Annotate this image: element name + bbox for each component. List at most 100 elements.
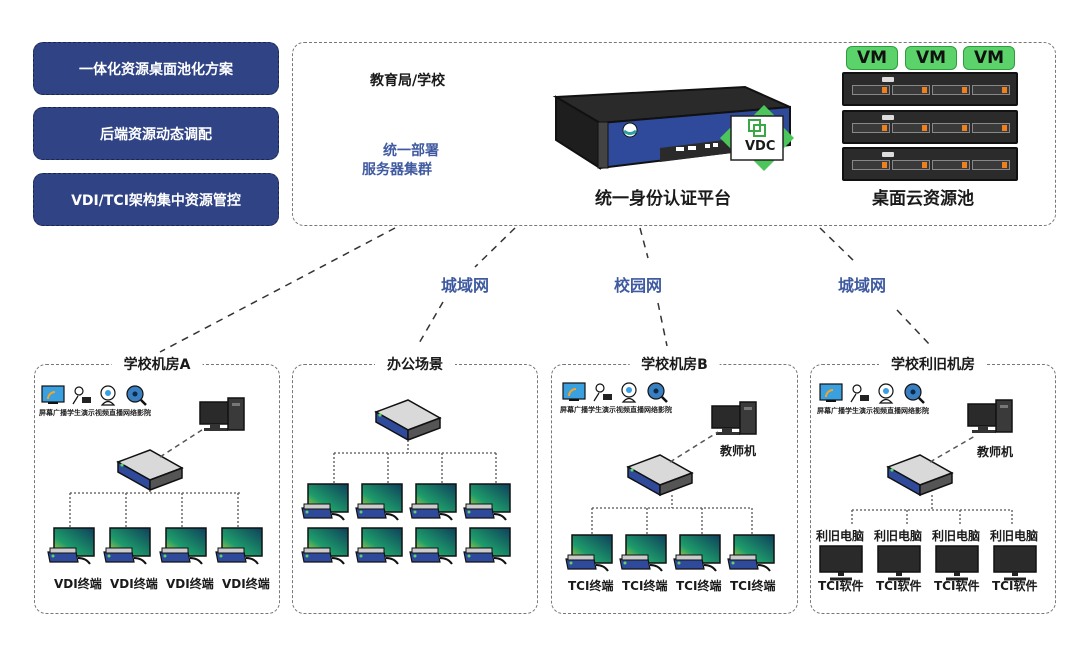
feature-icon-label: 网络影院 bbox=[123, 409, 151, 417]
vm-label: VM bbox=[915, 48, 947, 68]
feature-icon-label: 屏幕广播 bbox=[560, 406, 588, 414]
thin-client-terminal-icon bbox=[301, 483, 349, 521]
feature-icon-label: 学生演示 bbox=[67, 409, 95, 417]
feature-centralized-control: VDI/TCI架构集中资源管控 bbox=[33, 173, 279, 226]
thin-client-terminal-icon bbox=[673, 534, 721, 572]
thin-client-terminal-icon bbox=[409, 527, 457, 565]
thin-client-terminal-icon bbox=[409, 483, 457, 521]
teacher-pc-icon bbox=[199, 397, 245, 431]
vm-badge: VM bbox=[905, 46, 957, 70]
feature-desktop-pooling: 一体化资源桌面池化方案 bbox=[33, 42, 279, 95]
tci-software-label: TCI软件 bbox=[876, 579, 922, 593]
deploy-label-1: 统一部署 bbox=[383, 143, 439, 159]
legacy-pc-label: 利旧电脑 bbox=[990, 529, 1039, 543]
legacy-pc-monitor-icon bbox=[993, 545, 1037, 581]
tci-software-label: TCI软件 bbox=[992, 579, 1038, 593]
thin-client-terminal-icon bbox=[159, 527, 207, 565]
rack-server-icon bbox=[842, 72, 1018, 106]
teacher-pc-label: 教师机 bbox=[977, 445, 1014, 459]
feature-icon-label: 网络影院 bbox=[644, 406, 672, 414]
site-lab-a: 学校机房A bbox=[34, 354, 280, 614]
rack-server-icon bbox=[842, 110, 1018, 144]
thin-client-terminal-icon bbox=[463, 483, 511, 521]
student-demo-icon bbox=[593, 383, 612, 402]
vdi-terminal-label: VDI终端 bbox=[222, 577, 270, 591]
feature-icon-label: 视频直播 bbox=[873, 407, 901, 415]
network-switch-icon bbox=[886, 454, 954, 497]
thin-client-terminal-icon bbox=[355, 527, 403, 565]
thin-client-terminal-icon bbox=[47, 527, 95, 565]
feature-icon-label: 网络影院 bbox=[901, 407, 929, 415]
legacy-pc-monitor-icon bbox=[935, 545, 979, 581]
tci-terminal-label: TCI终端 bbox=[676, 579, 722, 593]
thin-client-terminal-icon bbox=[215, 527, 263, 565]
feature-label: VDI/TCI架构集中资源管控 bbox=[71, 192, 241, 209]
feature-icon-label: 屏幕广播 bbox=[817, 407, 845, 415]
feature-dynamic-allocation: 后端资源动态调配 bbox=[33, 107, 279, 160]
site-title: 办公场景 bbox=[375, 354, 455, 374]
deploy-label-2: 服务器集群 bbox=[362, 162, 432, 178]
feature-label: 一体化资源桌面池化方案 bbox=[79, 61, 233, 78]
feature-icon-label: 学生演示 bbox=[845, 407, 873, 415]
network-switch-icon bbox=[116, 449, 184, 492]
screen-broadcast-icon bbox=[562, 382, 586, 401]
vdi-terminal-label: VDI终端 bbox=[110, 577, 158, 591]
vdi-terminal-label: VDI终端 bbox=[166, 577, 214, 591]
video-live-icon bbox=[878, 383, 894, 404]
legacy-pc-monitor-icon bbox=[877, 545, 921, 581]
student-demo-icon bbox=[72, 386, 91, 405]
network-label-metro-1: 城域网 bbox=[441, 276, 490, 295]
thin-client-terminal-icon bbox=[565, 534, 613, 572]
teacher-link bbox=[669, 431, 719, 463]
thin-client-terminal-icon bbox=[727, 534, 775, 572]
legacy-pc-label: 利旧电脑 bbox=[874, 529, 923, 543]
teacher-link bbox=[929, 435, 976, 463]
vm-badge: VM bbox=[846, 46, 898, 70]
auth-platform-label: 统一身份认证平台 bbox=[595, 189, 731, 209]
network-label-campus: 校园网 bbox=[614, 276, 663, 295]
site-title: 学校机房A bbox=[111, 354, 203, 374]
legacy-pc-label: 利旧电脑 bbox=[816, 529, 865, 543]
teacher-pc-icon bbox=[967, 399, 1013, 433]
site-legacy: 学校利旧机房 bbox=[810, 354, 1056, 614]
tci-software-label: TCI软件 bbox=[818, 579, 864, 593]
thin-client-terminal-icon bbox=[103, 527, 151, 565]
screen-broadcast-icon bbox=[41, 385, 65, 404]
network-cinema-icon bbox=[126, 385, 147, 406]
tci-software-label: TCI软件 bbox=[934, 579, 980, 593]
feature-icon-label: 屏幕广播 bbox=[39, 409, 67, 417]
site-title: 学校利旧机房 bbox=[879, 354, 987, 374]
vdi-terminal-label: VDI终端 bbox=[54, 577, 102, 591]
legacy-pc-monitor-icon bbox=[819, 545, 863, 581]
tci-terminal-label: TCI终端 bbox=[568, 579, 614, 593]
screen-broadcast-icon bbox=[819, 383, 843, 402]
legacy-pc-label: 利旧电脑 bbox=[932, 529, 981, 543]
tci-terminal-label: TCI终端 bbox=[730, 579, 776, 593]
network-cinema-icon bbox=[647, 382, 668, 403]
vdc-label: VDC bbox=[745, 139, 776, 154]
feature-label: 后端资源动态调配 bbox=[100, 126, 212, 143]
video-live-icon bbox=[621, 382, 637, 403]
feature-icon-label: 视频直播 bbox=[95, 409, 123, 417]
network-cinema-icon bbox=[904, 383, 925, 404]
site-lab-b: 学校机房B bbox=[551, 354, 798, 614]
datacenter-frame bbox=[292, 42, 1056, 226]
site-office: 办公场景 bbox=[292, 354, 538, 614]
rack-server-icon bbox=[842, 147, 1018, 181]
org-label: 教育局/学校 bbox=[370, 73, 446, 89]
teacher-pc-icon bbox=[711, 401, 757, 435]
teacher-pc-label: 教师机 bbox=[720, 444, 757, 458]
feature-icon-label: 学生演示 bbox=[588, 406, 616, 414]
teacher-link bbox=[159, 427, 206, 458]
vm-badge: VM bbox=[963, 46, 1015, 70]
thin-client-terminal-icon bbox=[463, 527, 511, 565]
network-switch-icon bbox=[374, 399, 442, 442]
feature-icon-label: 视频直播 bbox=[616, 406, 644, 414]
vm-label: VM bbox=[856, 48, 888, 68]
site-title: 学校机房B bbox=[629, 354, 720, 374]
tci-terminal-label: TCI终端 bbox=[622, 579, 668, 593]
student-demo-icon bbox=[850, 384, 869, 403]
network-label-metro-2: 城域网 bbox=[838, 276, 887, 295]
thin-client-terminal-icon bbox=[619, 534, 667, 572]
